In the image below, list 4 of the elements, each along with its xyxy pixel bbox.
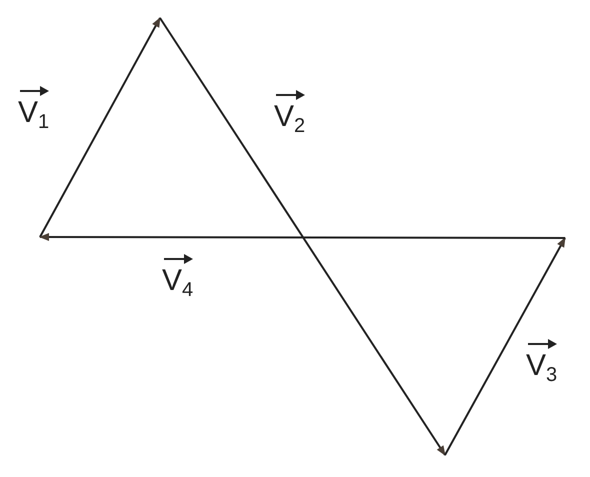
vector-label: V$_{3}$ — [526, 337, 558, 385]
vector-label: V$_{2}$ — [274, 88, 306, 136]
vector-label: V$_{4}$ — [162, 252, 194, 300]
vector-label: V$_{1}$ — [18, 84, 50, 132]
